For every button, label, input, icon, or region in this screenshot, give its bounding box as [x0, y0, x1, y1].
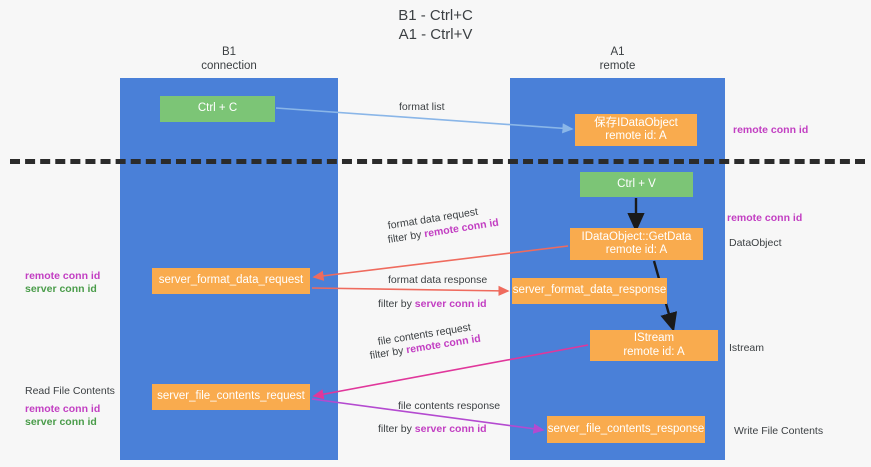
arrow-format-list — [275, 107, 574, 134]
node-idataobject-getdata[interactable]: IDataObject::GetData remote id: A — [570, 228, 703, 260]
annotation-left-remote-conn-id-2: remote conn id — [25, 403, 101, 415]
node-server-format-data-request[interactable]: server_format_data_request — [152, 268, 310, 294]
annotation-read-file-contents: Read File Contents — [25, 385, 115, 397]
edge-label-file-contents-response: file contents response — [398, 400, 501, 412]
node-server-file-contents-response[interactable]: server_file_contents_response — [547, 416, 705, 443]
page-title: B1 - Ctrl+C A1 - Ctrl+V — [398, 7, 473, 43]
filter-key-server-conn-id: server conn id — [414, 298, 487, 310]
arrow-format-data-response — [311, 285, 510, 296]
filter-key-server-conn-id: server conn id — [414, 423, 487, 435]
swimlane-a1-header: A1 remote — [599, 46, 636, 72]
annotation-write-file-contents: Write File Contents — [734, 425, 824, 437]
edge-label-file-contents-response-filter: filter by server conn id — [378, 423, 487, 436]
swimlane-b1-header: B1 connection — [201, 46, 257, 72]
filter-prefix: filter by — [378, 423, 415, 435]
edge-label-format-list: format list — [399, 101, 445, 113]
node-ctrl-c[interactable]: Ctrl + C — [160, 96, 275, 122]
node-server-file-contents-request[interactable]: server_file_contents_request — [152, 384, 310, 410]
annotation-remote-conn-id-mid: remote conn id — [727, 212, 803, 224]
annotation-left-server-conn-id-2: server conn id — [25, 416, 97, 428]
annotation-left-remote-conn-id: remote conn id — [25, 270, 101, 282]
phase-divider — [10, 159, 865, 164]
node-idataobject[interactable]: 保存IDataObject remote id: A — [575, 114, 697, 146]
node-istream[interactable]: IStream remote id: A — [590, 330, 718, 361]
node-ctrl-v[interactable]: Ctrl + V — [580, 172, 693, 197]
edge-label-format-data-response: format data response — [388, 274, 488, 286]
edge-label-format-data-response-filter: filter by server conn id — [378, 298, 487, 311]
annotation-dataobject: DataObject — [729, 237, 782, 249]
annotation-remote-conn-id-top: remote conn id — [733, 124, 809, 136]
filter-prefix: filter by — [378, 298, 415, 310]
annotation-left-server-conn-id: server conn id — [25, 283, 97, 295]
arrow-file-contents-response — [311, 398, 545, 434]
node-server-format-data-response[interactable]: server_format_data_response — [512, 278, 667, 304]
arrow-file-contents-request — [312, 344, 589, 400]
arrow-format-data-request — [312, 245, 569, 281]
annotation-istream: Istream — [729, 342, 765, 354]
